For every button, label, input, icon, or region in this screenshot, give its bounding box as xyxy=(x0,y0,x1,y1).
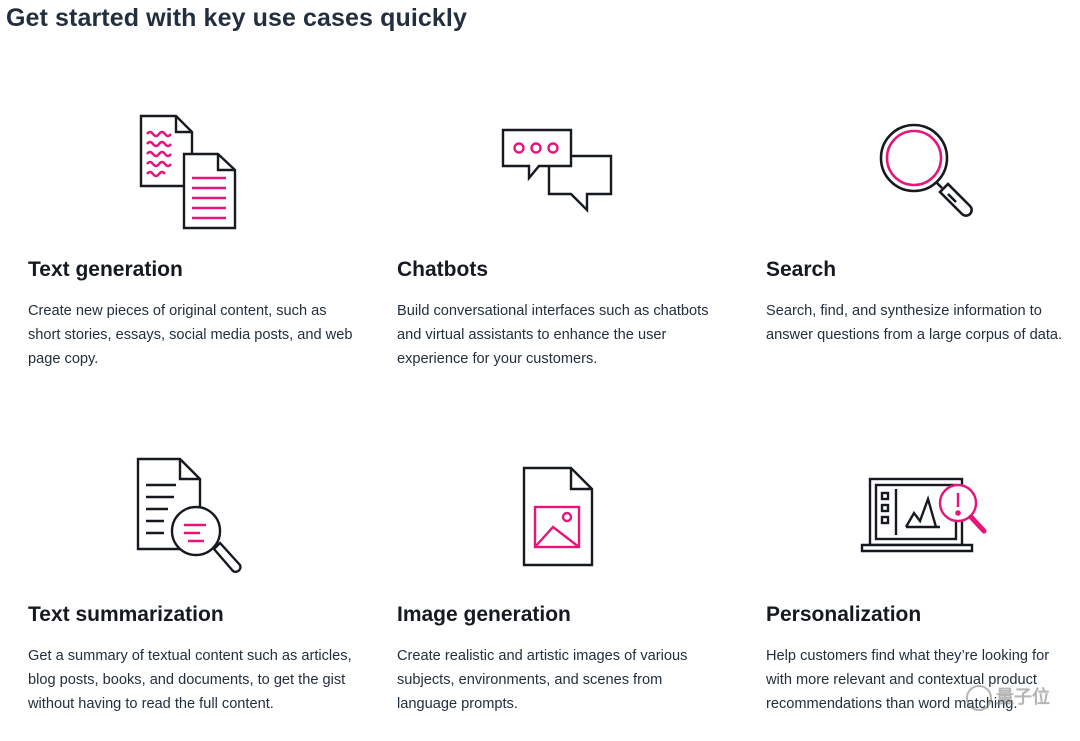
card-description: Create realistic and artistic images of … xyxy=(397,648,688,712)
card-title: Text generation xyxy=(28,258,183,281)
page-title: Get started with key use cases quickly xyxy=(6,4,467,32)
card-description: Search, find, and synthesize information… xyxy=(766,303,1063,343)
document-search-icon xyxy=(134,455,244,577)
wechat-icon xyxy=(966,685,992,711)
card-description: Get a summary of textual content such as… xyxy=(28,648,352,712)
use-case-card-image-generation[interactable]: Image generation Create realistic and ar… xyxy=(397,455,727,735)
card-description: Help customers find what they’re looking… xyxy=(766,648,1050,712)
documents-icon xyxy=(138,112,242,230)
chat-bubbles-icon xyxy=(501,128,615,216)
watermark-text: 量子位 xyxy=(996,686,1050,707)
card-title: Personalization xyxy=(766,603,922,626)
magnifying-glass-icon xyxy=(878,122,974,220)
image-file-icon xyxy=(521,465,595,569)
use-case-card-text-generation[interactable]: Text generation Create new pieces of ori… xyxy=(28,110,358,390)
laptop-insight-icon xyxy=(860,475,992,559)
card-title: Search xyxy=(766,258,837,281)
card-description: Build conversational interfaces such as … xyxy=(397,303,709,367)
watermark: 量子位 xyxy=(966,683,1050,711)
use-case-card-personalization[interactable]: Personalization Help customers find what… xyxy=(766,455,1080,735)
card-title: Text summarization xyxy=(28,603,224,626)
use-case-card-chatbots[interactable]: Chatbots Build conversational interfaces… xyxy=(397,110,727,390)
use-case-card-search[interactable]: Search Search, find, and synthesize info… xyxy=(766,110,1080,390)
card-title: Image generation xyxy=(397,603,571,626)
card-title: Chatbots xyxy=(397,258,488,281)
use-case-card-text-summarization[interactable]: Text summarization Get a summary of text… xyxy=(28,455,358,735)
card-description: Create new pieces of original content, s… xyxy=(28,303,353,367)
